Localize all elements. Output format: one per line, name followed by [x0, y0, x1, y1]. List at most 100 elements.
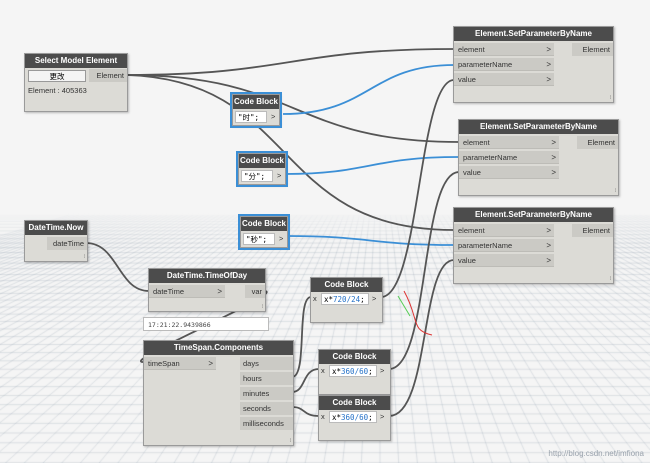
port-arrow: >: [551, 153, 556, 162]
resize-grip-icon[interactable]: ⁞: [289, 438, 291, 444]
output-arrow[interactable]: >: [277, 171, 282, 180]
node-set-parameter-1[interactable]: Element.SetParameterByName element> para…: [453, 26, 614, 103]
output-port-datetime[interactable]: dateTime: [47, 237, 87, 250]
input-port-parametername[interactable]: parameterName>: [459, 151, 559, 164]
code-number: 360/60: [341, 367, 369, 376]
node-code-block-minute[interactable]: Code Block "分"; >: [236, 151, 288, 187]
input-port-value[interactable]: value >: [459, 166, 559, 179]
output-port-hours[interactable]: hours: [240, 372, 293, 385]
wire-element-sp1: [125, 48, 455, 76]
node-code-block-seconds-angle[interactable]: Code Block x x*360/60; >: [318, 395, 391, 441]
axis-green: [397, 295, 411, 317]
node-title: Code Block: [233, 95, 279, 109]
code-text[interactable]: x*720/24;: [321, 293, 369, 305]
node-datetime-now[interactable]: DateTime.Now dateTime ⁞: [24, 220, 88, 262]
wire-cb3-parametername[interactable]: [286, 235, 455, 246]
change-button[interactable]: 更改: [28, 70, 86, 82]
port-arrow: >: [551, 168, 556, 177]
node-set-parameter-2[interactable]: Element.SetParameterByName element> para…: [458, 119, 619, 196]
wire-cb2-parametername[interactable]: [284, 156, 460, 175]
node-title: TimeSpan.Components: [144, 341, 293, 355]
output-port-element[interactable]: Element: [577, 136, 618, 149]
output-port-minutes[interactable]: minutes: [240, 387, 293, 400]
input-port-parametername[interactable]: parameterName>: [454, 239, 554, 252]
resize-grip-icon[interactable]: ⁞: [614, 188, 616, 194]
output-port-element[interactable]: Element: [572, 224, 613, 237]
output-port-days[interactable]: days: [240, 357, 293, 370]
code-text[interactable]: x*360/60;: [329, 411, 377, 423]
node-timespan-components[interactable]: TimeSpan.Components timeSpan> days hours…: [143, 340, 294, 446]
output-arrow[interactable]: >: [372, 294, 377, 303]
code-prefix: x*: [332, 413, 342, 422]
element-id-info: Element : 405363: [28, 86, 87, 95]
code-text[interactable]: "分";: [241, 170, 273, 182]
port-arrow: >: [546, 256, 551, 265]
node-title: DateTime.TimeOfDay: [149, 269, 265, 283]
node-code-block-second[interactable]: Code Block "秒"; >: [238, 214, 290, 250]
port-label: value: [458, 256, 476, 265]
code-text[interactable]: "秒";: [243, 233, 275, 245]
code-number: 360/60: [341, 413, 369, 422]
node-title: Code Block: [319, 396, 390, 410]
node-set-parameter-3[interactable]: Element.SetParameterByName element> para…: [453, 207, 614, 284]
input-port-element[interactable]: element>: [459, 136, 559, 149]
node-title: Select Model Element: [25, 54, 127, 68]
input-port-element[interactable]: element >: [454, 224, 554, 237]
resize-grip-icon[interactable]: ⁞: [261, 304, 263, 310]
node-select-model-element[interactable]: Select Model Element 更改 Element Element …: [24, 53, 128, 112]
output-port-var[interactable]: var: [245, 285, 265, 298]
port-label: element: [458, 226, 485, 235]
node-code-block-minutes-angle[interactable]: Code Block x x*360/60; >: [318, 349, 391, 395]
input-port-x[interactable]: x: [321, 412, 325, 421]
port-label: parameterName: [458, 60, 513, 69]
port-arrow: >: [546, 45, 551, 54]
code-suffix: ;: [360, 295, 365, 304]
input-port-x[interactable]: x: [313, 294, 317, 303]
output-port-milliseconds[interactable]: milliseconds: [240, 417, 293, 430]
node-title: Code Block: [241, 217, 287, 231]
wire-hours-cb4: [291, 296, 312, 378]
code-number: 720/24: [333, 295, 361, 304]
input-port-x[interactable]: x: [321, 366, 325, 375]
node-title: Element.SetParameterByName: [454, 27, 613, 41]
input-port-parametername[interactable]: parameterName >: [454, 58, 554, 71]
code-text[interactable]: x*360/60;: [329, 365, 377, 377]
input-port-element[interactable]: element>: [454, 43, 554, 56]
output-arrow[interactable]: >: [279, 234, 284, 243]
output-port-element[interactable]: Element: [89, 69, 127, 82]
output-arrow[interactable]: >: [380, 412, 385, 421]
output-arrow[interactable]: >: [271, 112, 276, 121]
node-datetime-timeofday[interactable]: DateTime.TimeOfDay dateTime> var ⁞: [148, 268, 266, 312]
port-arrow: >: [546, 75, 551, 84]
wire-element-sp2: [125, 74, 460, 143]
resize-grip-icon[interactable]: ⁞: [609, 95, 611, 101]
code-text[interactable]: "时";: [235, 111, 267, 123]
node-title: Code Block: [311, 278, 382, 292]
input-port-value[interactable]: value >: [454, 254, 554, 267]
watermark: http://blog.csdn.net/imfiona: [548, 449, 644, 458]
code-suffix: ;: [368, 367, 373, 376]
port-arrow: >: [546, 60, 551, 69]
port-arrow: >: [546, 226, 551, 235]
resize-grip-icon[interactable]: ⁞: [609, 276, 611, 282]
output-port-seconds[interactable]: seconds: [240, 402, 293, 415]
port-label: value: [463, 168, 481, 177]
input-port-datetime[interactable]: dateTime>: [149, 285, 225, 298]
node-title: DateTime.Now: [25, 221, 87, 235]
port-arrow: >: [208, 359, 213, 368]
output-port-element[interactable]: Element: [572, 43, 613, 56]
wire-seconds-cb6: [291, 406, 320, 417]
node-title: Code Block: [239, 154, 285, 168]
port-label: element: [463, 138, 490, 147]
input-port-timespan[interactable]: timeSpan>: [144, 357, 216, 370]
node-code-block-hour[interactable]: Code Block "时"; >: [230, 92, 282, 128]
output-arrow[interactable]: >: [380, 366, 385, 375]
port-label: dateTime: [153, 287, 184, 296]
node-code-block-hours-angle[interactable]: Code Block x x*720/24; >: [310, 277, 383, 323]
wire-minutes-cb5: [291, 368, 320, 393]
wire-cb1-parametername[interactable]: [282, 64, 455, 115]
node-title: Code Block: [319, 350, 390, 364]
input-port-value[interactable]: value>: [454, 73, 554, 86]
resize-grip-icon[interactable]: ⁞: [83, 254, 85, 260]
